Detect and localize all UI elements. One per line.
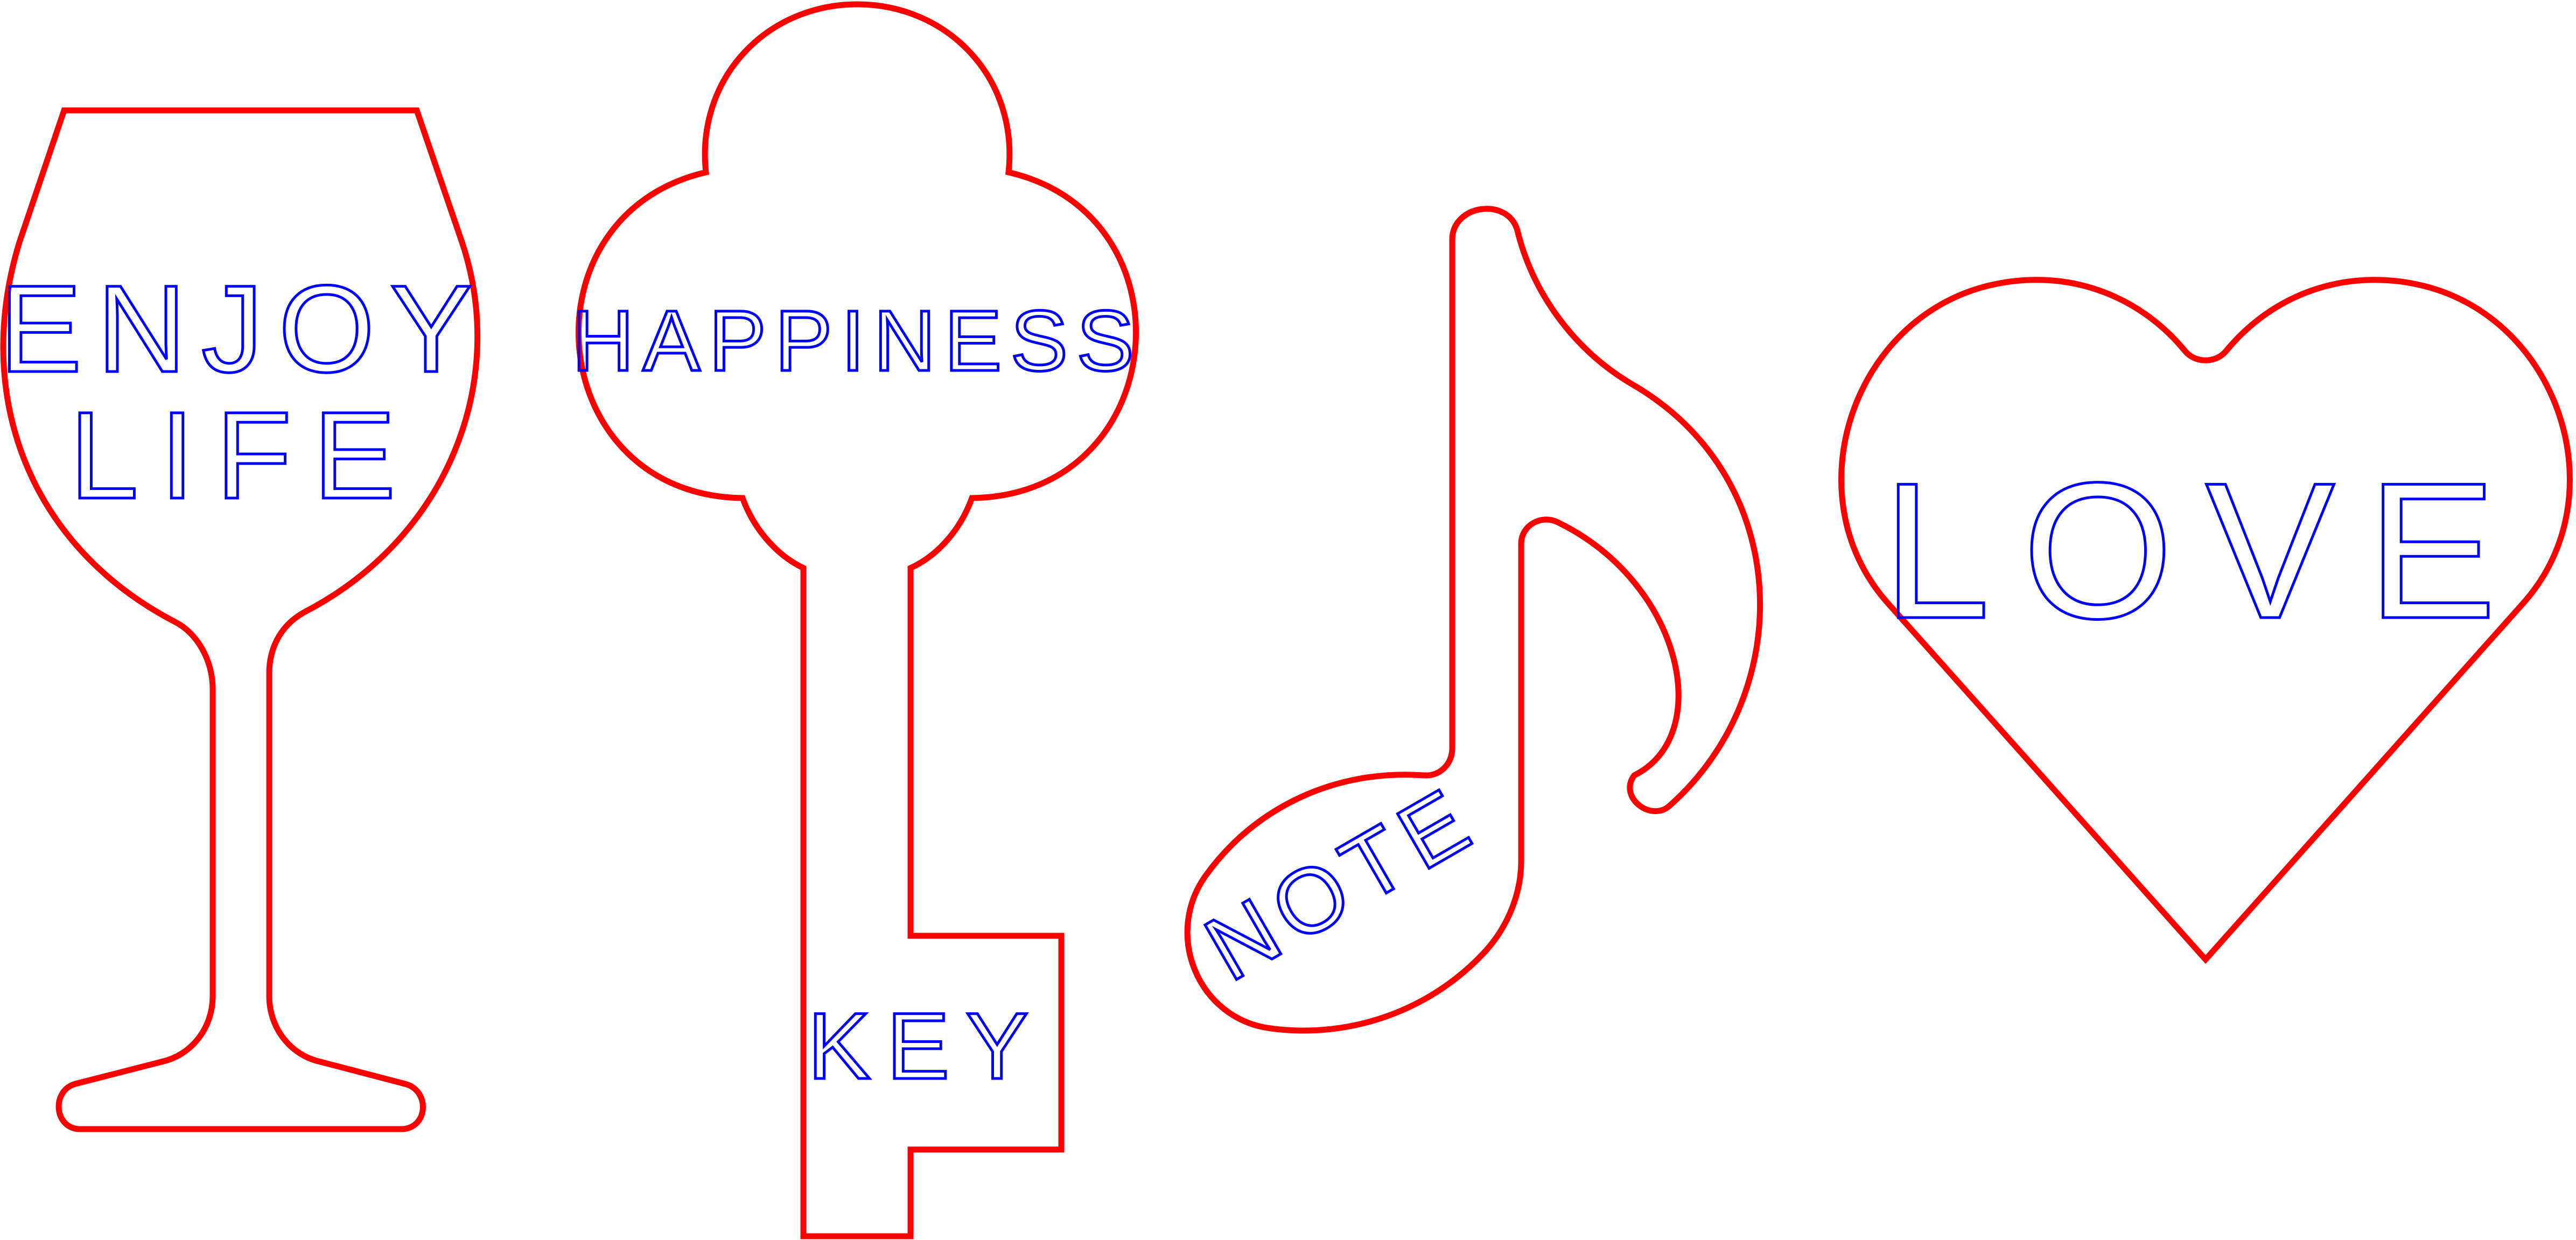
wine-glass-shape: ENJOY LIFE bbox=[0, 107, 487, 1132]
music-note-shape: NOTE bbox=[1184, 206, 1763, 1034]
music-note-icon bbox=[1184, 206, 1763, 1034]
key-head-text: HAPPINESS bbox=[572, 292, 1143, 389]
wine-glass-icon bbox=[0, 107, 481, 1132]
wine-glass-text-line1: ENJOY bbox=[0, 260, 487, 398]
key-shape: HAPPINESS KEY bbox=[571, 1, 1143, 1239]
heart-icon bbox=[1838, 277, 2573, 964]
key-shaft-text: KEY bbox=[808, 994, 1045, 1099]
heart-shape: LOVE bbox=[1838, 277, 2573, 964]
music-note-text: NOTE bbox=[1189, 765, 1494, 1000]
wine-glass-text-line2: LIFE bbox=[69, 386, 417, 524]
key-icon bbox=[576, 1, 1139, 1239]
heart-text: LOVE bbox=[1882, 443, 2529, 659]
